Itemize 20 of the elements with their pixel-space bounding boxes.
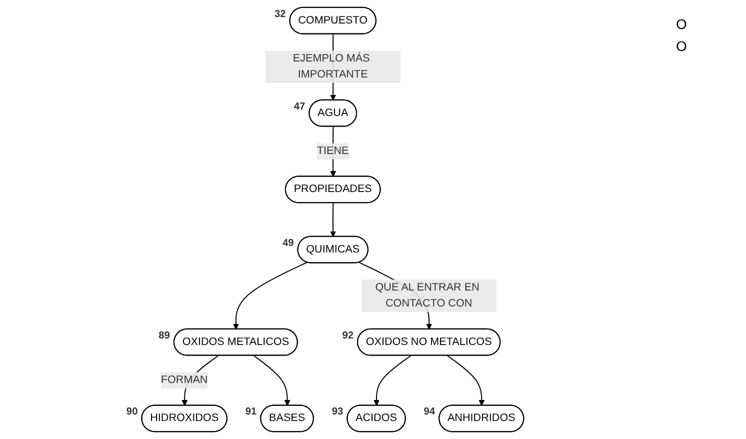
node-number: 92 — [342, 330, 354, 342]
node-number: 47 — [294, 101, 306, 112]
node-number: 49 — [282, 238, 294, 249]
node-number: 89 — [158, 330, 170, 342]
arrow — [330, 202, 336, 237]
edge-label: QUE AL ENTRAR EN CONTACTO CON — [376, 282, 480, 310]
edge-label: TIENE — [317, 145, 350, 157]
node-number: 93 — [332, 406, 344, 418]
arrow — [233, 262, 308, 330]
arrow — [374, 355, 412, 406]
node-number: 32 — [274, 8, 286, 20]
connector-word: O — [676, 16, 688, 32]
connector-word: O — [676, 38, 688, 54]
node-number: 94 — [424, 406, 436, 418]
arrow — [254, 355, 291, 406]
node-number: 91 — [246, 406, 257, 418]
node-number: 90 — [126, 406, 138, 418]
arrow — [447, 355, 485, 406]
edge-label: FORMAN — [161, 374, 208, 386]
edge-label: EJEMPLO MÁS IMPORTANTE — [293, 52, 370, 80]
